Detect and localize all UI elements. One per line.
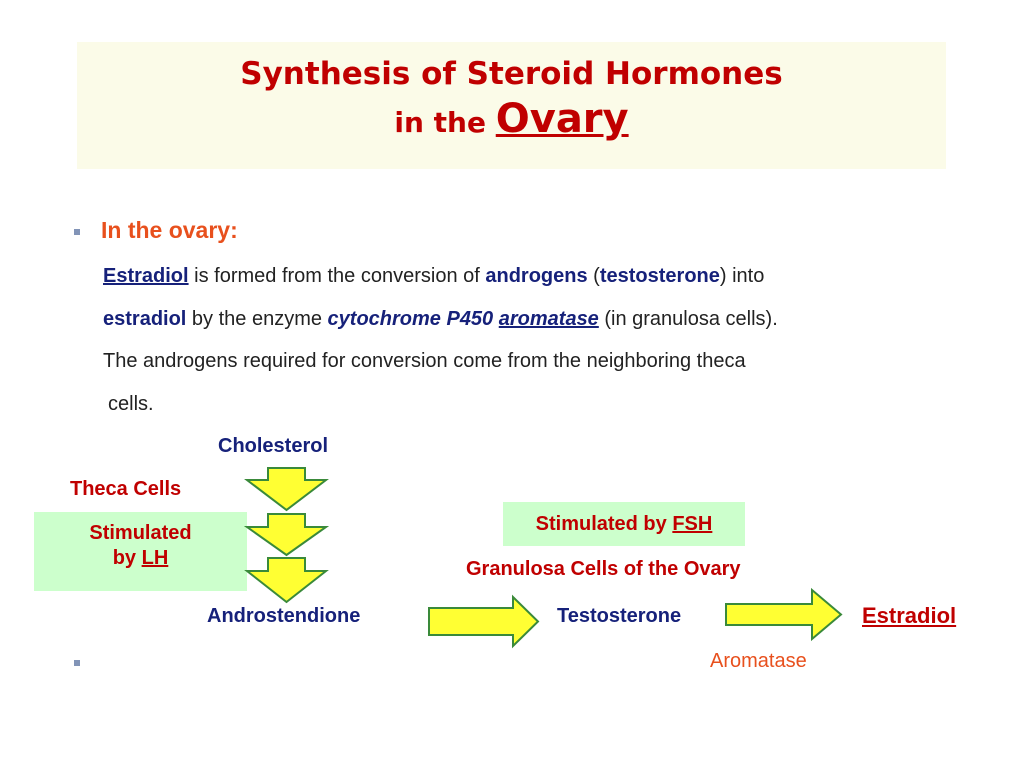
right-arrow-2 [725, 587, 843, 642]
stim-lh-line-1: Stimulated [89, 522, 192, 544]
title-box: Synthesis of Steroid Hormones in the Ova… [77, 42, 946, 169]
paragraph-line-1: Estradiol is formed from the conversion … [103, 265, 764, 288]
right-arrow-1 [428, 594, 540, 649]
stim-lh-prefix: by [112, 547, 142, 569]
paragraph-line-4: cells. [108, 393, 154, 415]
stimulated-by-fsh-box: Stimulated by FSH [503, 502, 745, 546]
section-heading: In the ovary: [101, 217, 238, 243]
term-aromatase: aromatase [498, 308, 599, 330]
stim-fsh-fsh: FSH [672, 513, 713, 535]
paragraph-line-2: estradiol by the enzyme cytochrome P450 … [103, 308, 778, 331]
title-ovary: Ovary [495, 96, 629, 142]
term-testosterone: testosterone [599, 265, 720, 287]
term-estradiol-2: estradiol [103, 308, 187, 330]
text-fragment: by the enzyme [186, 308, 328, 330]
estradiol-label: Estradiol [862, 603, 957, 628]
androstendione-label: Androstendione [207, 605, 361, 627]
term-cytochrome: cytochrome P450 [327, 308, 494, 330]
text-fragment: (in granulosa cells). [598, 308, 778, 330]
granulosa-label: Granulosa Cells of the Ovary [466, 558, 741, 580]
down-arrow-3 [244, 557, 329, 604]
stim-lh-line-2: by LH [34, 547, 247, 570]
title-prefix: in the [394, 106, 486, 139]
aromatase-label: Aromatase [710, 650, 807, 672]
text-fragment: ) into [719, 265, 765, 287]
down-arrow-1 [244, 467, 329, 512]
stimulated-by-lh-box: Stimulated by LH [34, 512, 247, 591]
down-arrow-2 [243, 513, 330, 557]
term-androgens: androgens [485, 265, 588, 287]
bullet-marker-1 [74, 229, 80, 235]
bullet-marker-2 [74, 660, 80, 666]
theca-cells-label: Theca Cells [70, 478, 182, 500]
text-fragment: ( [587, 265, 600, 287]
stim-lh-lh: LH [141, 547, 169, 569]
title-line-1: Synthesis of Steroid Hormones [240, 56, 783, 92]
testosterone-label: Testosterone [557, 605, 682, 627]
cholesterol-label: Cholesterol [218, 435, 329, 457]
text-fragment: is formed from the conversion of [188, 265, 486, 287]
title-line-2: in the Ovary [77, 96, 946, 142]
stim-fsh-prefix: Stimulated by [535, 513, 673, 535]
paragraph-line-3: The androgens required for conversion co… [103, 350, 746, 372]
term-estradiol: Estradiol [103, 265, 189, 287]
